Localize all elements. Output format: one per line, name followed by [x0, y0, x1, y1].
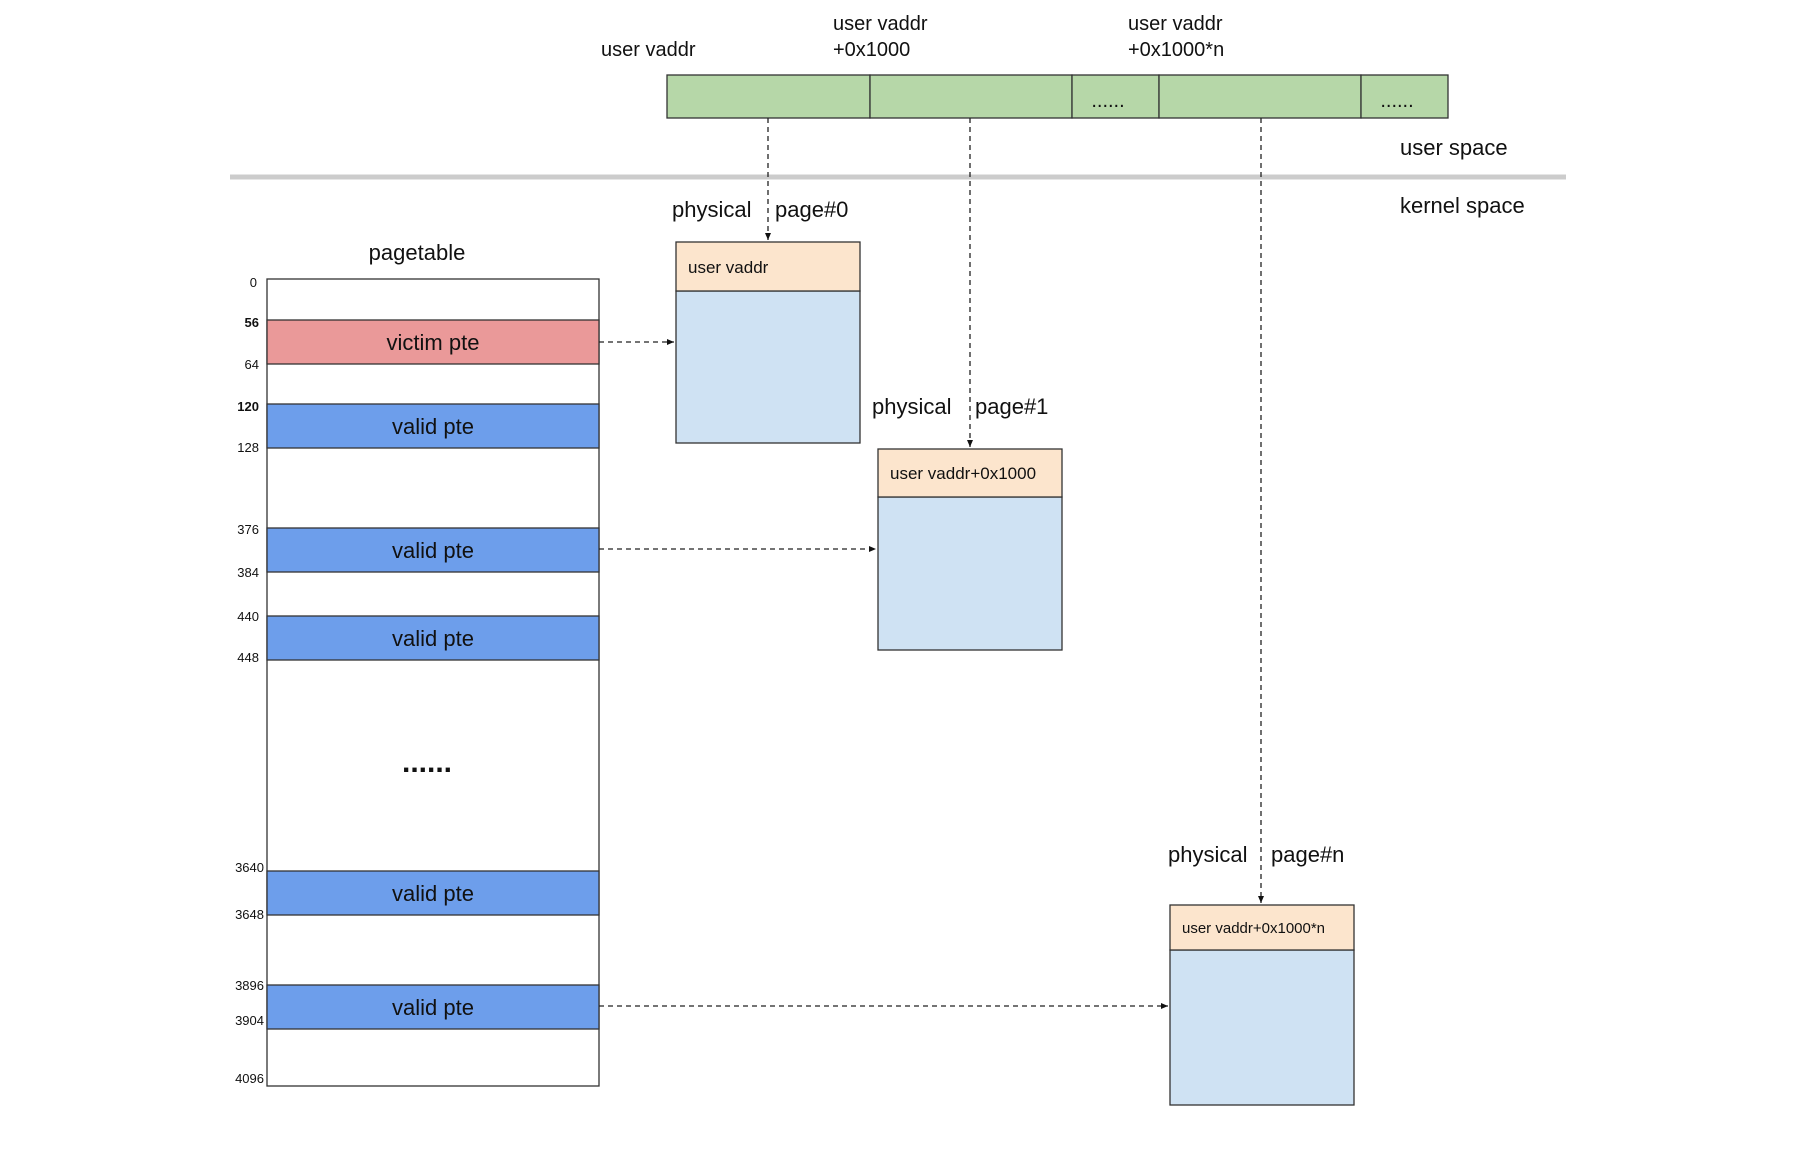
physical-page-1-title-a: physical [872, 394, 951, 419]
offset-label: 376 [237, 522, 259, 537]
pagetable-offsets: 0 56 64 120 128 376 384 440 448 3640 364… [235, 275, 264, 1086]
physical-page-1-body [877, 496, 1063, 651]
valid-pte [266, 403, 600, 449]
offset-label: 120 [237, 399, 259, 414]
valid-pte [266, 870, 600, 916]
virtual-page-ellipsis-cell [1071, 74, 1160, 119]
offset-label: 440 [237, 609, 259, 624]
physical-page-n-body [1169, 949, 1355, 1106]
physical-page-n-title-b: page#n [1271, 842, 1344, 867]
virtual-page-trailing-ellipsis-cell [1360, 74, 1449, 119]
pagetable-title: pagetable [369, 240, 466, 265]
vaddr-label-1-line1: user vaddr [833, 13, 928, 35]
offset-label: 3904 [235, 1013, 264, 1028]
virtual-page-1 [869, 74, 1073, 119]
physical-page-1-header-label: user vaddr+0x1000 [890, 464, 1036, 483]
victim-pte [266, 319, 600, 365]
kernel-space-label: kernel space [1400, 193, 1525, 218]
vaddr-label-n-line2: +0x1000*n [1128, 39, 1224, 61]
pagetable-ellipsis: ...... [402, 746, 452, 779]
physical-page-n: physical page#n user vaddr+0x1000*n [1168, 842, 1355, 1106]
physical-page-n-header [1169, 904, 1355, 951]
offset-label: 448 [237, 650, 259, 665]
valid-pte [266, 527, 600, 573]
valid-pte-label: valid pte [392, 995, 474, 1020]
user-virtual-pages: ...... ...... [666, 74, 1449, 119]
virtual-page-n [1158, 74, 1362, 119]
physical-page-1-title-b: page#1 [975, 394, 1048, 419]
offset-label: 3640 [235, 860, 264, 875]
vaddr-label-n-line1: user vaddr [1128, 13, 1223, 35]
physical-page-n-title-a: physical [1168, 842, 1247, 867]
user-space-label: user space [1400, 135, 1508, 160]
pagetable-box [266, 278, 600, 1087]
physical-page-1-header [877, 448, 1063, 498]
virtual-ellipsis-2: ...... [1380, 90, 1413, 112]
offset-label: 4096 [235, 1071, 264, 1086]
valid-pte [266, 615, 600, 661]
valid-pte-label: valid pte [392, 538, 474, 563]
offset-label: 0 [250, 275, 257, 290]
offset-label: 128 [237, 440, 259, 455]
valid-pte [266, 984, 600, 1030]
physical-page-0-header-label: user vaddr [688, 258, 769, 277]
valid-pte-label: valid pte [392, 881, 474, 906]
physical-page-1: physical page#1 user vaddr+0x1000 [872, 394, 1063, 651]
physical-page-0-title-b: page#0 [775, 197, 848, 222]
physical-page-0-body [675, 290, 861, 444]
offset-label: 384 [237, 565, 259, 580]
physical-page-0: physical page#0 user vaddr [672, 197, 861, 444]
offset-label: 64 [245, 357, 259, 372]
physical-page-0-title-a: physical [672, 197, 751, 222]
offset-label: 3896 [235, 978, 264, 993]
virtual-ellipsis-1: ...... [1091, 90, 1124, 112]
offset-label: 56 [245, 315, 259, 330]
mapping-arrows [599, 118, 1264, 1009]
pagetable-entries: victim pte valid pte valid pte valid pte… [266, 319, 600, 1030]
physical-page-n-header-label: user vaddr+0x1000*n [1182, 920, 1325, 937]
victim-pte-label: victim pte [387, 330, 480, 355]
physical-page-0-header [675, 241, 861, 292]
valid-pte-label: valid pte [392, 414, 474, 439]
offset-label: 3648 [235, 907, 264, 922]
vaddr-label-0: user vaddr [601, 39, 696, 61]
vaddr-label-1-line2: +0x1000 [833, 39, 910, 61]
virtual-page-0 [666, 74, 871, 119]
valid-pte-label: valid pte [392, 626, 474, 651]
